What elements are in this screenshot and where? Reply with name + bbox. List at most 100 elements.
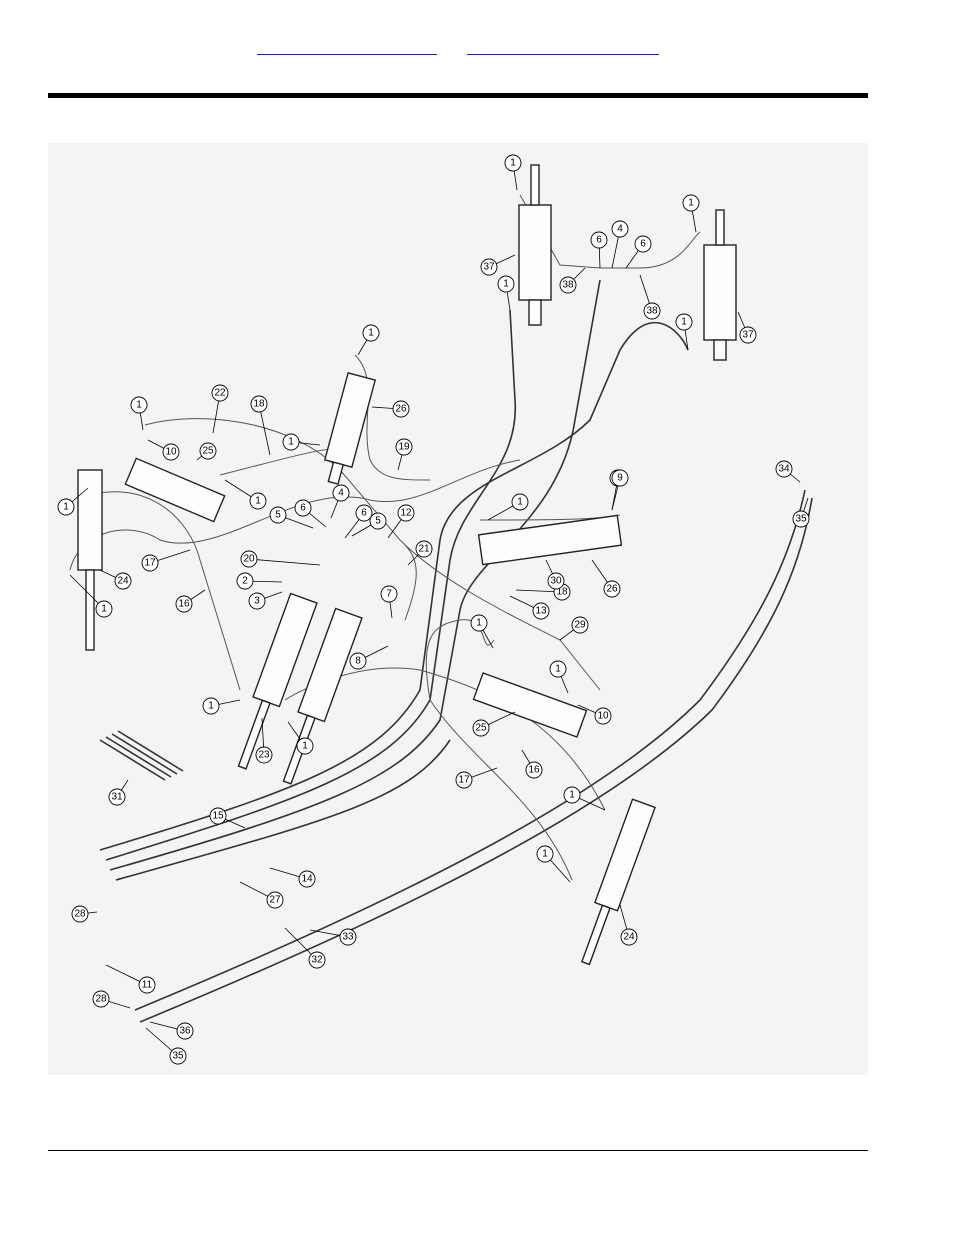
- callout-1: 1: [470, 614, 494, 649]
- callout-38: 38: [559, 267, 586, 294]
- callout-1: 1: [549, 660, 569, 694]
- callout-3: 3: [248, 591, 283, 610]
- callout-number: 35: [172, 1051, 184, 1062]
- callout-number: 6: [640, 239, 646, 250]
- callout-27: 27: [239, 881, 284, 909]
- callout-number: 12: [400, 508, 412, 519]
- callout-bubble: [266, 891, 284, 909]
- callout-bubble: [380, 585, 398, 603]
- callout-number: 21: [418, 544, 430, 555]
- callout-bubble: [141, 554, 159, 572]
- callout-bubble: [294, 499, 312, 517]
- callout-31: 31: [108, 779, 129, 806]
- callout-number: 27: [269, 895, 281, 906]
- callout-number: 1: [476, 618, 482, 629]
- callout-number: 1: [255, 496, 261, 507]
- callout-number: 1: [517, 497, 523, 508]
- callout-number: 17: [458, 775, 470, 786]
- callout-bubble: [162, 443, 180, 461]
- callout-20: 20: [240, 550, 321, 568]
- callout-bubble: [362, 324, 380, 342]
- callout-number: 33: [342, 932, 354, 943]
- callout-6: 6: [344, 504, 373, 539]
- callout-bubble: [480, 258, 498, 276]
- callout-bubble: [236, 572, 254, 590]
- callout-number: 10: [165, 447, 177, 458]
- callout-1: 1: [130, 396, 148, 431]
- callout-number: 28: [95, 994, 107, 1005]
- callout-bubble: [536, 845, 554, 863]
- callout-bubble: [549, 660, 567, 678]
- callout-30: 30: [545, 559, 565, 590]
- callout-4: 4: [330, 484, 350, 519]
- callout-number: 31: [111, 792, 123, 803]
- callout-number: 1: [555, 664, 561, 675]
- callout-bubble: [95, 600, 113, 618]
- callout-bubble: [349, 652, 367, 670]
- header-link-right[interactable]: [467, 40, 659, 55]
- callout-number: 19: [398, 442, 410, 453]
- callout-bubble: [739, 326, 757, 344]
- callout-number: 8: [355, 656, 361, 667]
- callout-number: 5: [375, 516, 381, 527]
- callout-number: 25: [475, 723, 487, 734]
- callout-1: 1: [282, 433, 321, 451]
- callout-number: 28: [74, 909, 86, 920]
- callout-1: 1: [69, 574, 113, 618]
- callout-17: 17: [141, 549, 191, 572]
- callout-number: 1: [101, 604, 107, 615]
- callout-number: 11: [142, 980, 153, 991]
- callout-1: 1: [536, 845, 571, 883]
- callout-1: 1: [357, 324, 380, 356]
- callout-14: 14: [269, 867, 316, 888]
- callout-10: 10: [577, 704, 612, 725]
- callout-bubble: [415, 540, 433, 558]
- callout-4: 4: [611, 220, 629, 269]
- callout-10: 10: [147, 439, 180, 461]
- callout-24: 24: [99, 569, 132, 590]
- callout-bubble: [282, 433, 300, 451]
- header-link-left[interactable]: [257, 40, 437, 55]
- callout-bubble: [209, 807, 227, 825]
- callout-36: 36: [149, 1021, 194, 1040]
- callout-number: 1: [510, 158, 516, 169]
- callout-bubble: [369, 512, 387, 530]
- callout-bubble: [643, 302, 661, 320]
- callout-bubble: [248, 592, 266, 610]
- callout-1: 1: [504, 154, 522, 191]
- callout-bubble: [511, 493, 529, 511]
- callout-25: 25: [196, 442, 217, 461]
- callout-number: 2: [242, 576, 248, 587]
- callout-number: 37: [483, 262, 495, 273]
- callout-13: 13: [509, 595, 550, 620]
- callout-bubble: [249, 492, 267, 510]
- callout-bubble: [775, 460, 793, 478]
- callout-bubble: [298, 870, 316, 888]
- callout-bubble: [571, 616, 589, 634]
- callout-29: 29: [559, 616, 589, 641]
- cylinders: [77, 164, 737, 966]
- callout-1: 1: [497, 275, 515, 311]
- hoses: [69, 194, 813, 1023]
- callout-bubble: [675, 313, 693, 331]
- callout-bubble: [308, 951, 326, 969]
- callout-bubble: [397, 504, 415, 522]
- callout-number: 1: [503, 279, 509, 290]
- callout-number: 15: [212, 811, 224, 822]
- callout-number: 1: [208, 701, 214, 712]
- callout-9: 9: [611, 469, 629, 511]
- callout-bubble: [682, 194, 700, 212]
- callout-34: 34: [775, 460, 801, 483]
- callout-1: 1: [287, 721, 314, 755]
- callout-number: 6: [361, 508, 367, 519]
- callout-bubble: [92, 990, 110, 1008]
- callout-16: 16: [521, 749, 543, 779]
- callout-number: 23: [258, 750, 270, 761]
- callout-5: 5: [269, 506, 314, 529]
- callout-number: 18: [556, 587, 568, 598]
- callout-number: 5: [275, 510, 281, 521]
- callout-28: 28: [71, 905, 98, 923]
- callout-number: 1: [302, 741, 308, 752]
- callout-bubble: [339, 928, 357, 946]
- callout-bubble: [395, 438, 413, 456]
